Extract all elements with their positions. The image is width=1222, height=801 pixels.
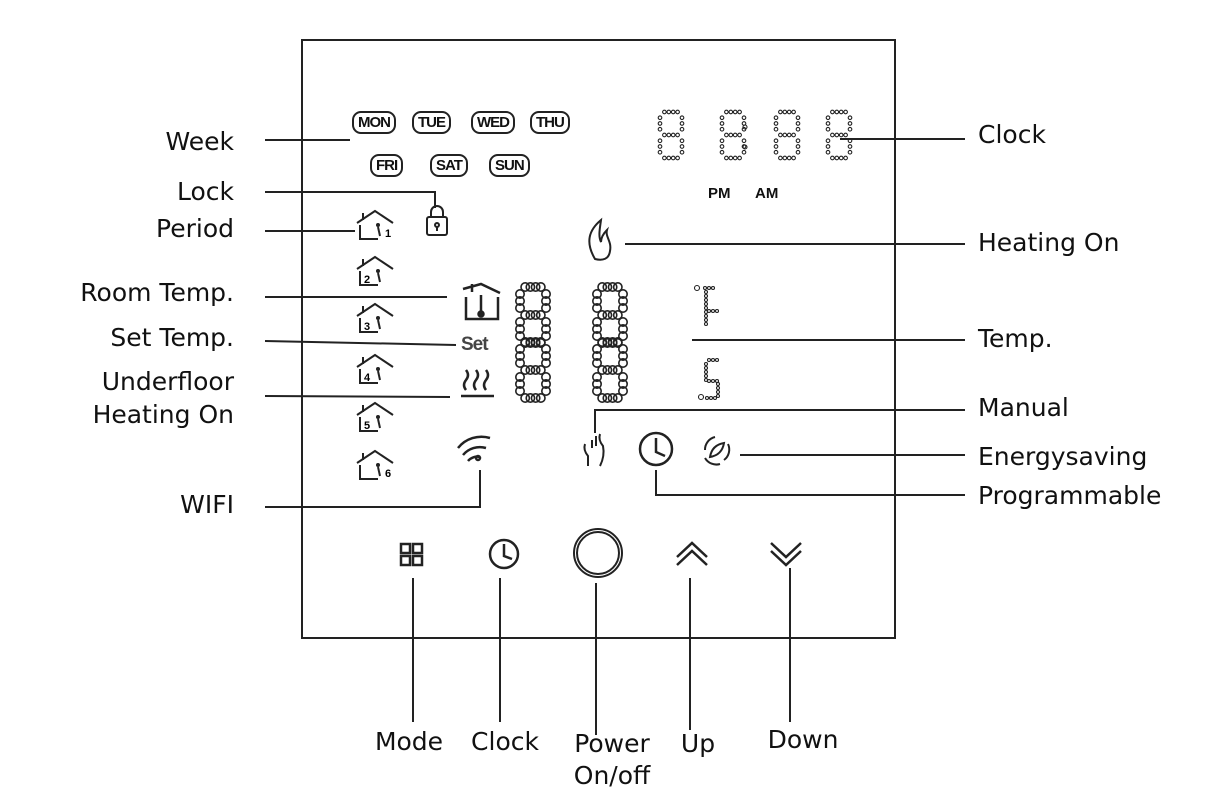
underfloor-heating-icon: [461, 369, 494, 398]
label-up: Up: [680, 729, 716, 758]
programmable-clock-icon: [638, 431, 674, 467]
clock-button-icon: [488, 538, 520, 570]
flame-icon: [588, 217, 612, 261]
set-temp-digit: [591, 336, 628, 403]
clock-digit: [719, 109, 747, 161]
label-set-temp: Set Temp.: [110, 323, 234, 352]
label-underfloor-line1: Underfloor: [101, 367, 234, 396]
day-badge-tue: TUE: [412, 111, 451, 134]
fahrenheit-celsius-units: [693, 284, 721, 401]
set-temp-digit: [514, 336, 551, 403]
leader-lines: [264, 138, 965, 735]
wifi-icon: [457, 435, 491, 462]
label-week: Week: [165, 127, 235, 156]
leader-manual: [594, 409, 965, 433]
label-heating-on: Heating On: [978, 228, 1120, 257]
label-manual: Manual: [978, 393, 1069, 422]
down-chevron-icon: [770, 542, 802, 567]
day-badge-sun: SUN: [489, 154, 530, 177]
label-room-temp: Room Temp.: [80, 278, 234, 307]
day-badge-sat: SAT: [430, 154, 468, 177]
am-indicator: AM: [755, 185, 779, 202]
label-energysaving: Energysaving: [978, 442, 1148, 471]
period-5-icon: 5: [356, 401, 394, 432]
period-2-icon: 2: [356, 255, 394, 286]
period-3-icon: 3: [356, 302, 394, 333]
day-badge-wed: WED: [471, 111, 515, 134]
period-number: 1: [385, 228, 391, 240]
leader-lock: [265, 191, 436, 208]
label-programmable: Programmable: [978, 481, 1162, 510]
leader-underfloor: [264, 395, 451, 398]
label-power-line1: Power: [574, 729, 650, 758]
period-number: 3: [364, 321, 370, 333]
mode-button-icon: [399, 542, 424, 567]
period-number: 2: [364, 274, 370, 286]
clock-digit: [657, 109, 685, 161]
set-indicator: Set: [461, 334, 489, 355]
manual-hand-icon: [583, 433, 605, 467]
temp-digit: [514, 281, 551, 348]
up-chevron-icon: [676, 541, 708, 566]
label-period: Period: [156, 214, 234, 243]
day-badge-fri: FRI: [370, 154, 404, 177]
leader-wifi: [265, 470, 481, 508]
clock-digit: [773, 109, 801, 161]
room-temp-icon: [462, 282, 501, 321]
label-down: Down: [767, 725, 839, 754]
power-button-icon: [573, 528, 623, 578]
label-underfloor-line2: Heating On: [92, 400, 234, 429]
period-1-icon: 1: [356, 209, 394, 240]
pm-indicator: PM: [708, 185, 731, 202]
period-number: 6: [385, 468, 391, 480]
label-lock: Lock: [176, 177, 234, 206]
label-temp: Temp.: [978, 324, 1053, 353]
leader-set-temp: [264, 340, 457, 346]
temp-digit: [591, 281, 628, 348]
period-4-icon: 4: [356, 353, 394, 384]
day-badge-thu: THU: [530, 111, 570, 134]
label-clock: Clock: [978, 120, 1046, 149]
lock-icon: [426, 205, 448, 236]
period-number: 5: [364, 420, 370, 432]
label-wifi: WIFI: [180, 490, 234, 519]
label-mode: Mode: [374, 727, 444, 756]
label-clock-button: Clock: [471, 727, 539, 756]
period-icons: 1 2 3 4 5 6: [356, 209, 394, 480]
clock-digit: [825, 109, 853, 161]
leader-programmable: [655, 470, 965, 496]
label-power-line2: On/off: [573, 761, 651, 790]
period-6-icon: 6: [356, 449, 394, 480]
period-number: 4: [364, 372, 371, 384]
energy-saving-leaf-icon: [703, 436, 731, 466]
segment-displays: [514, 109, 853, 403]
day-badge-mon: MON: [352, 111, 396, 134]
